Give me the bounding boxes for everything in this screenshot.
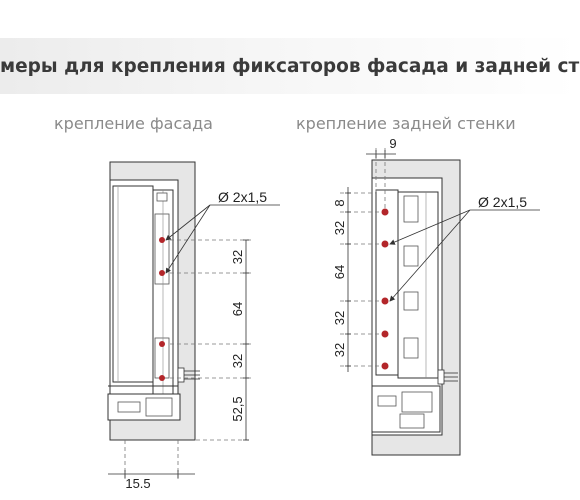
left-screw xyxy=(177,367,200,383)
right-hole xyxy=(381,297,389,305)
page-title: меры для крепления фиксаторов фасада и з… xyxy=(0,56,580,77)
right-panel-heading: крепление задней стенки xyxy=(296,114,516,133)
right-dim-label: 32 xyxy=(332,343,347,357)
left-hole xyxy=(159,270,165,276)
left-dim-label: 32 xyxy=(230,354,245,368)
title-banner xyxy=(0,38,580,94)
right-hole-label: Ø 2x1,5 xyxy=(478,194,527,210)
left-dim-label: 32 xyxy=(230,250,245,264)
left-panel-heading: крепление фасада xyxy=(54,114,213,133)
right-drawing: 9 8 32 64 32 32 Ø 2x1,5 xyxy=(332,136,540,456)
right-hole xyxy=(381,330,389,338)
right-dim-label: 32 xyxy=(332,311,347,325)
left-dim-label: 64 xyxy=(230,302,245,316)
left-front-board xyxy=(112,185,154,383)
right-dim-label: 32 xyxy=(332,221,347,235)
right-hole xyxy=(381,362,389,370)
left-hole xyxy=(159,341,165,347)
right-screw xyxy=(437,369,458,385)
right-hole xyxy=(381,208,389,216)
left-hole xyxy=(159,375,165,381)
left-dim-label: 52,5 xyxy=(230,396,245,421)
left-hole xyxy=(159,237,165,243)
left-drawing: 32 64 32 52,5 15.5 Ø 2x1,5 xyxy=(107,161,280,491)
right-dim-label: 9 xyxy=(389,136,396,151)
right-dim-label: 64 xyxy=(332,265,347,279)
left-dim-label: 15.5 xyxy=(125,476,150,491)
right-back-board xyxy=(375,189,399,376)
left-hole-label: Ø 2x1,5 xyxy=(218,189,267,205)
right-hole xyxy=(381,240,389,248)
right-dim-label: 8 xyxy=(332,199,347,206)
